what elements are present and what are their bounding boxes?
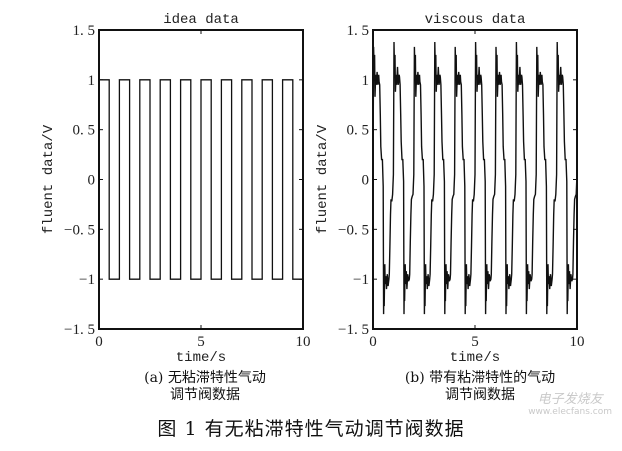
- y-tick-label: −0. 5: [338, 222, 369, 238]
- y-tick-label: 0: [88, 173, 96, 189]
- y-tick-label: 0: [362, 173, 370, 189]
- x-tick-label: 5: [471, 334, 479, 350]
- x-tick-label: 0: [369, 334, 377, 350]
- y-tick-label: 1. 5: [73, 23, 96, 39]
- x-tick-label: 10: [570, 334, 585, 350]
- y-tick-label: −1. 5: [338, 322, 369, 338]
- chart-title: viscous data: [425, 12, 526, 28]
- y-tick-label: 0. 5: [347, 123, 370, 139]
- y-tick-label: 1. 5: [347, 23, 370, 39]
- y-tick-label: 1: [362, 73, 370, 89]
- caption-b: (b) 带有粘滞特性的气动 调节阀数据: [365, 370, 595, 404]
- x-tick-label: 5: [197, 334, 205, 350]
- y-axis-label: fluent data/V: [315, 124, 331, 234]
- caption-a: (a) 无粘滞特性气动 调节阀数据: [95, 370, 315, 404]
- caption-a-line1: (a) 无粘滞特性气动: [144, 370, 266, 386]
- figure-title: 图 1 有无粘滞特性气动调节阀数据: [157, 418, 465, 440]
- watermark-text: 电子发烧友: [537, 392, 603, 407]
- chart-title: idea data: [163, 12, 239, 28]
- caption-b-line1: (b) 带有粘滞特性的气动: [404, 370, 556, 386]
- x-tick-label: 0: [95, 334, 103, 350]
- x-axis-label: time/s: [176, 350, 226, 366]
- x-axis-label: time/s: [450, 350, 500, 366]
- y-tick-label: −1: [353, 272, 369, 288]
- caption-a-line2: 调节阀数据: [170, 387, 240, 403]
- data-line: [99, 79, 303, 280]
- data-line: [372, 41, 578, 315]
- caption-b-line2: 调节阀数据: [445, 387, 515, 403]
- y-tick-label: −1. 5: [64, 322, 95, 338]
- watermark: 电子发烧友 www.elecfans.com: [528, 388, 612, 417]
- y-axis-label: fluent data/V: [41, 124, 57, 234]
- y-tick-label: 1: [88, 73, 96, 89]
- y-tick-label: −0. 5: [64, 222, 95, 238]
- watermark-url: www.elecfans.com: [528, 407, 612, 417]
- y-tick-label: 0. 5: [73, 123, 96, 139]
- y-tick-label: −1: [79, 272, 95, 288]
- x-tick-label: 10: [296, 334, 311, 350]
